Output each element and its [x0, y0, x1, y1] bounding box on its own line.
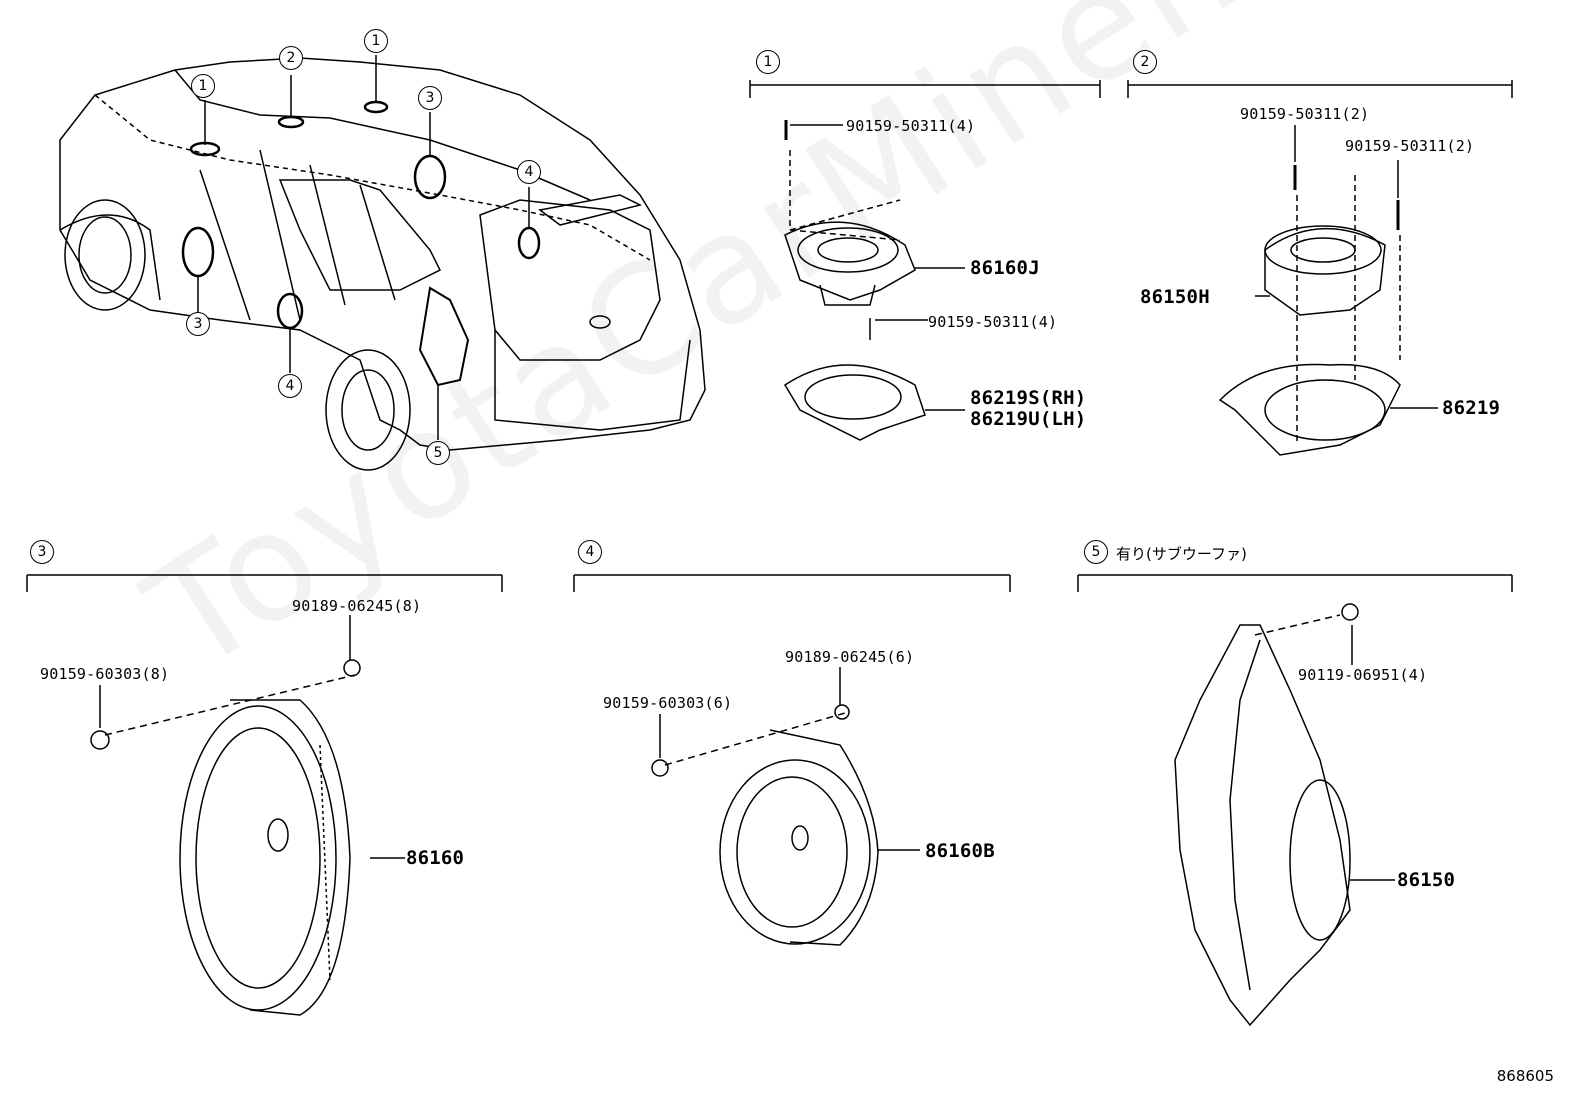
g4-speaker-label: 86160B [925, 840, 995, 862]
group-3-drawing [26, 574, 503, 1016]
g2-speaker-label: 86150H [1140, 286, 1210, 308]
callout-4-a: 4 [517, 160, 541, 184]
group-4-drawing [573, 574, 1011, 946]
g3-screw-label: 90159-60303(8) [40, 665, 170, 683]
g4-clip-label: 90189-06245(6) [785, 648, 915, 666]
group-1-number: 1 [756, 50, 780, 74]
group-2-number: 2 [1133, 50, 1157, 74]
group-3-number: 3 [30, 540, 54, 564]
g1-bracket-rh-label: 86219S(RH) [970, 387, 1087, 409]
g1-bracket-lh-label: 86219U(LH) [970, 408, 1087, 430]
g1-screw-mid-label: 90159-50311(4) [928, 313, 1058, 331]
group-5-drawing [1077, 574, 1513, 1027]
g1-speaker-label: 86160J [970, 257, 1040, 279]
g5-caption: 有り(サブウーファ) [1116, 545, 1247, 563]
vehicle-illustration [59, 55, 706, 471]
callout-4-b: 4 [278, 374, 302, 398]
figure-number: 868605 [1496, 1067, 1554, 1085]
callout-2: 2 [279, 46, 303, 70]
group-5-number: 5 [1084, 540, 1108, 564]
group-4-number: 4 [578, 540, 602, 564]
g2-screw-a-label: 90159-50311(2) [1240, 105, 1370, 123]
group-1-drawing [749, 80, 1101, 441]
g3-speaker-label: 86160 [406, 847, 465, 869]
g2-bracket-label: 86219 [1442, 397, 1501, 419]
g3-clip-label: 90189-06245(8) [292, 597, 422, 615]
callout-1-b: 1 [364, 29, 388, 53]
group-2-drawing [1127, 80, 1513, 456]
g5-screw-label: 90119-06951(4) [1298, 666, 1428, 684]
g1-screw-top-label: 90159-50311(4) [846, 117, 976, 135]
callout-3-a: 3 [418, 86, 442, 110]
callout-3-b: 3 [186, 312, 210, 336]
g2-screw-b-label: 90159-50311(2) [1345, 137, 1475, 155]
g4-screw-label: 90159-60303(6) [603, 694, 733, 712]
callout-1-a: 1 [191, 74, 215, 98]
callout-5: 5 [426, 441, 450, 465]
g5-subwoofer-label: 86150 [1397, 869, 1456, 891]
